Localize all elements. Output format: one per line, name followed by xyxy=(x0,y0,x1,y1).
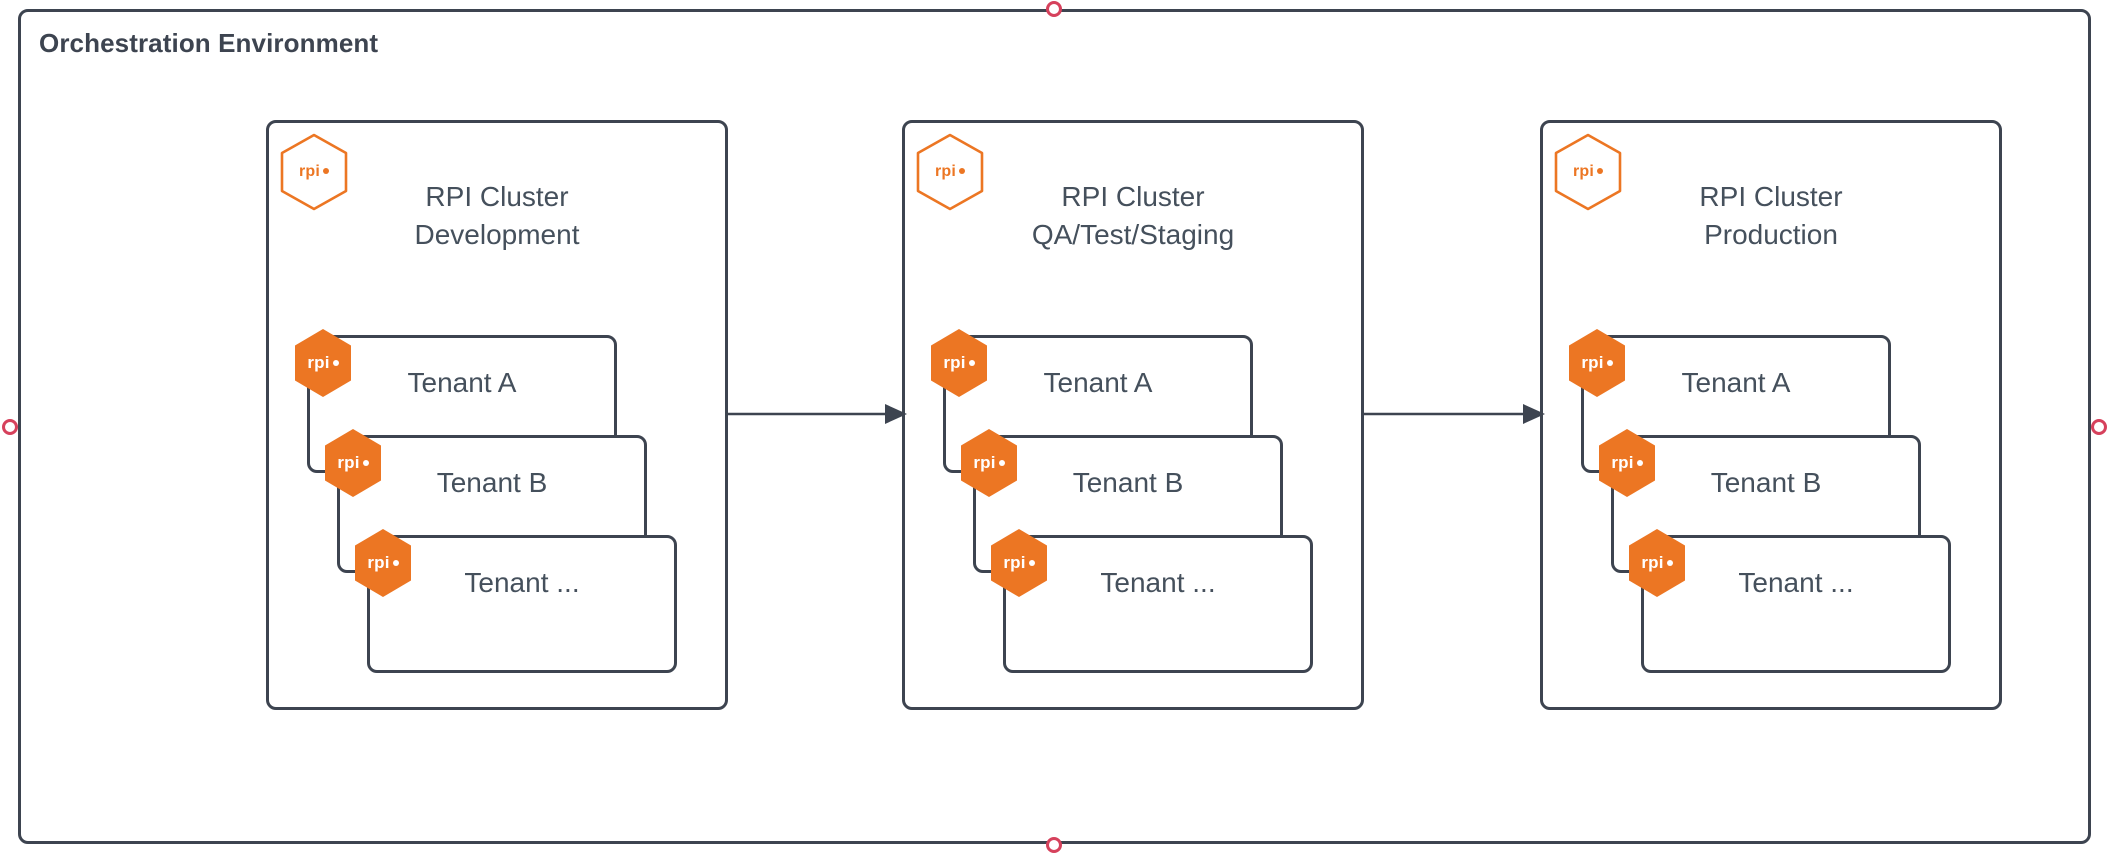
tenant-card[interactable]: rpi Tenant ... xyxy=(991,529,1313,673)
tenant-label: Tenant A xyxy=(1681,367,1791,398)
rpi-hexagon-outline-icon xyxy=(1554,133,1622,211)
tenant-label: Tenant A xyxy=(407,367,517,398)
tenant-card[interactable]: rpi Tenant ... xyxy=(1629,529,1951,673)
orchestration-environment-container[interactable]: Orchestration Environment rpi RPI Cluste… xyxy=(18,9,2091,844)
rpi-hexagon-outline-icon xyxy=(280,133,348,211)
tenant-label: Tenant B xyxy=(1710,467,1822,498)
resize-handle-top[interactable] xyxy=(1046,1,1062,17)
page-title: Orchestration Environment xyxy=(39,28,379,58)
resize-handle-bottom[interactable] xyxy=(1046,837,1062,853)
cluster-qa-test-staging[interactable]: rpi RPI Cluster QA/Test/Staging rpi Tena… xyxy=(902,120,1364,710)
tenant-card[interactable]: rpi Tenant ... xyxy=(355,529,677,673)
rpi-hexagon-filled-icon xyxy=(355,529,411,597)
resize-handle-right[interactable] xyxy=(2091,419,2107,435)
rpi-hexagon-filled-icon xyxy=(1599,429,1655,497)
tenant-label: Tenant ... xyxy=(1100,567,1216,598)
rpi-hexagon-filled-icon xyxy=(931,329,987,397)
tenant-label: Tenant B xyxy=(436,467,548,498)
tenant-label: Tenant B xyxy=(1072,467,1184,498)
rpi-hexagon-filled-icon xyxy=(961,429,1017,497)
connector-arrow-qa-to-prod[interactable] xyxy=(1363,394,1545,434)
cluster-development[interactable]: rpi RPI Cluster Development rpi Tenant A… xyxy=(266,120,728,710)
resize-handle-left[interactable] xyxy=(2,419,18,435)
rpi-hexagon-outline-icon xyxy=(916,133,984,211)
rpi-hexagon-filled-icon xyxy=(325,429,381,497)
rpi-hexagon-filled-icon xyxy=(1569,329,1625,397)
rpi-hexagon-filled-icon xyxy=(991,529,1047,597)
cluster-production[interactable]: rpi RPI Cluster Production rpi Tenant A … xyxy=(1540,120,2002,710)
connector-arrow-dev-to-qa[interactable] xyxy=(725,394,907,434)
tenant-label: Tenant ... xyxy=(464,567,580,598)
rpi-hexagon-filled-icon xyxy=(295,329,351,397)
rpi-hexagon-filled-icon xyxy=(1629,529,1685,597)
tenant-label: Tenant A xyxy=(1043,367,1153,398)
tenant-label: Tenant ... xyxy=(1738,567,1854,598)
